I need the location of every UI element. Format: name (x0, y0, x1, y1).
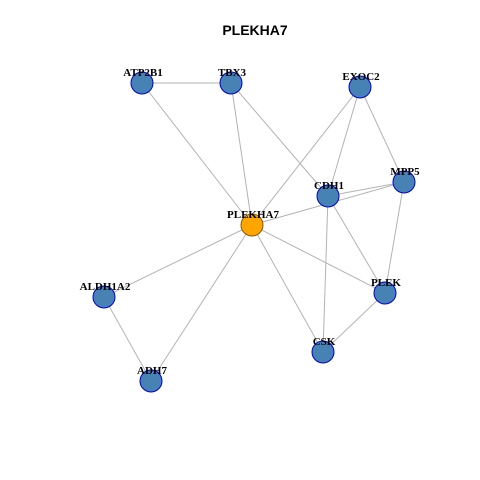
node-plekha7[interactable] (240, 213, 264, 237)
node-atp2b1[interactable] (130, 71, 154, 95)
edge-plekha7-csk (251, 224, 324, 353)
node-label-exoc2: EXOC2 (342, 71, 380, 83)
edge-cdh1-csk (322, 195, 329, 353)
node-label-aldh1a2: ALDH1A2 (80, 281, 131, 293)
node-label-mpp5: MPP5 (390, 166, 420, 178)
node-label-adh7: ADH7 (137, 365, 167, 377)
node-plek[interactable] (373, 281, 397, 305)
edge-plekha7-plek (251, 224, 386, 294)
edge-plekha7-aldh1a2 (103, 224, 253, 298)
node-label-cdh1: CDH1 (314, 180, 344, 192)
node-label-csk: CSK (313, 336, 336, 348)
edge-plekha7-adh7 (150, 224, 253, 382)
edge-exoc2-cdh1 (327, 86, 361, 197)
diagram-title: PLEKHA7 (222, 22, 288, 38)
edge-atp2b1-plekha7 (141, 82, 253, 226)
edge-plek-csk (322, 292, 386, 353)
edge-mpp5-cdh1 (327, 181, 405, 197)
node-label-tbx3: TBX3 (218, 67, 247, 79)
node-tbx3[interactable] (219, 71, 243, 95)
node-adh7[interactable] (139, 369, 163, 393)
edge-cdh1-plek (327, 195, 386, 294)
edge-mpp5-plek (384, 181, 405, 294)
node-csk[interactable] (311, 340, 335, 364)
node-label-plek: PLEK (371, 277, 401, 289)
node-cdh1[interactable] (316, 184, 340, 208)
edge-tbx3-plekha7 (230, 82, 253, 226)
node-label-atp2b1: ATP2B1 (123, 67, 163, 79)
nodes-layer (92, 71, 416, 393)
node-aldh1a2[interactable] (92, 285, 116, 309)
node-exoc2[interactable] (348, 75, 372, 99)
edge-exoc2-plekha7 (251, 86, 361, 226)
edge-tbx3-cdh1 (230, 82, 329, 197)
edges-layer (103, 82, 405, 382)
edge-exoc2-mpp5 (359, 86, 405, 183)
edge-aldh1a2-adh7 (103, 296, 152, 382)
node-label-plekha7: PLEKHA7 (227, 209, 279, 221)
node-mpp5[interactable] (392, 170, 416, 194)
